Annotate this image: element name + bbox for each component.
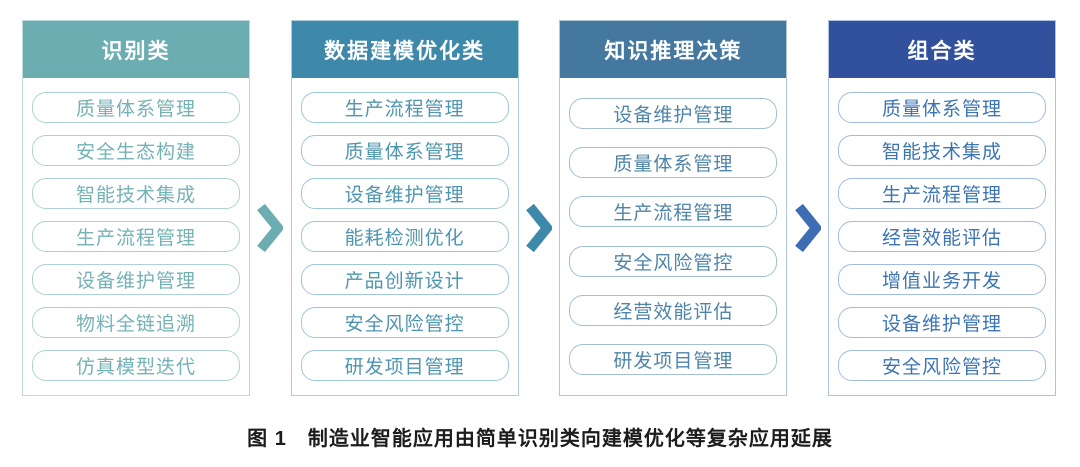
app-item: 增值业务开发: [838, 264, 1047, 295]
app-item: 安全生态构建: [32, 135, 240, 166]
chevron-right-icon: [794, 203, 821, 253]
chevron-right-icon: [526, 203, 552, 253]
app-item: 生产流程管理: [838, 178, 1047, 209]
app-item: 生产流程管理: [300, 92, 509, 123]
column-header: 知识推理决策: [560, 21, 787, 78]
app-item: 经营效能评估: [569, 294, 778, 326]
app-item: 设备维护管理: [569, 98, 778, 130]
app-item: 研发项目管理: [300, 350, 509, 381]
chevron-cell: [519, 20, 560, 396]
column-items: 质量体系管理智能技术集成生产流程管理经营效能评估增值业务开发设备维护管理安全风险…: [829, 78, 1055, 395]
app-item: 质量体系管理: [32, 92, 240, 123]
column-header: 识别类: [23, 21, 249, 78]
app-item: 设备维护管理: [838, 307, 1047, 338]
app-item: 安全风险管控: [300, 307, 509, 338]
app-item: 生产流程管理: [32, 221, 240, 252]
app-item: 物料全链追溯: [32, 307, 240, 338]
app-item: 设备维护管理: [32, 264, 240, 295]
app-item: 产品创新设计: [300, 264, 509, 295]
column-items: 生产流程管理质量体系管理设备维护管理能耗检测优化产品创新设计安全风险管控研发项目…: [292, 78, 518, 395]
category-column: 组合类质量体系管理智能技术集成生产流程管理经营效能评估增值业务开发设备维护管理安…: [828, 20, 1057, 396]
figure-caption: 图 1 制造业智能应用由简单识别类向建模优化等复杂应用延展: [247, 428, 833, 450]
column-items: 设备维护管理质量体系管理生产流程管理安全风险管控经营效能评估研发项目管理: [560, 78, 786, 395]
chevron-cell: [250, 20, 291, 396]
application-flow-diagram: 识别类质量体系管理安全生态构建智能技术集成生产流程管理设备维护管理物料全链追溯仿…: [22, 20, 1057, 396]
app-item: 安全风险管控: [569, 245, 778, 277]
category-column: 数据建模优化类生产流程管理质量体系管理设备维护管理能耗检测优化产品创新设计安全风…: [290, 20, 519, 396]
app-item: 能耗检测优化: [300, 221, 509, 252]
category-column: 知识推理决策设备维护管理质量体系管理生产流程管理安全风险管控经营效能评估研发项目…: [559, 20, 788, 396]
app-item: 智能技术集成: [838, 135, 1047, 166]
app-item: 生产流程管理: [569, 196, 778, 228]
column-items: 质量体系管理安全生态构建智能技术集成生产流程管理设备维护管理物料全链追溯仿真模型…: [23, 78, 249, 395]
app-item: 安全风险管控: [838, 350, 1047, 381]
chevron-cell: [787, 20, 828, 396]
column-header: 数据建模优化类: [291, 21, 518, 78]
app-item: 经营效能评估: [838, 221, 1047, 252]
app-item: 设备维护管理: [300, 178, 509, 209]
app-item: 研发项目管理: [569, 343, 778, 375]
app-item: 智能技术集成: [32, 178, 240, 209]
category-column: 识别类质量体系管理安全生态构建智能技术集成生产流程管理设备维护管理物料全链追溯仿…: [22, 20, 250, 396]
app-item: 质量体系管理: [300, 135, 509, 166]
app-item: 质量体系管理: [838, 92, 1047, 123]
app-item: 仿真模型迭代: [32, 350, 240, 381]
column-header: 组合类: [829, 21, 1056, 78]
columns-row: 识别类质量体系管理安全生态构建智能技术集成生产流程管理设备维护管理物料全链追溯仿…: [22, 20, 1057, 396]
chevron-right-icon: [257, 203, 284, 253]
app-item: 质量体系管理: [569, 147, 778, 179]
